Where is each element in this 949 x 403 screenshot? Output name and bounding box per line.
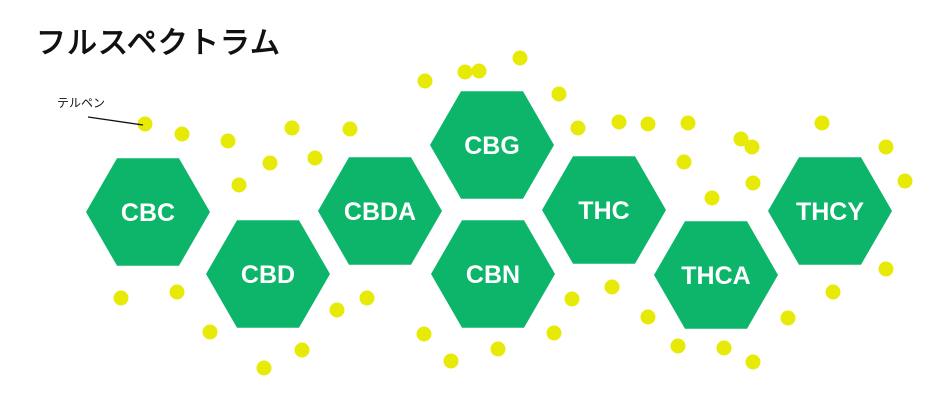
terpene-dot xyxy=(716,340,732,356)
terpene-dot xyxy=(814,115,830,131)
terpene-dot xyxy=(512,50,528,66)
hexagon-cbd: CBD xyxy=(206,220,330,328)
terpene-dot xyxy=(202,324,218,340)
terpene-dot xyxy=(745,354,761,370)
terpene-dot xyxy=(262,155,278,171)
hexagon-thcy: THCY xyxy=(768,157,892,265)
hexagon-label: CBD xyxy=(241,261,295,289)
terpene-dot xyxy=(307,150,323,166)
hexagon-shape xyxy=(318,157,442,265)
hexagon-label: CBG xyxy=(464,132,520,160)
terpene-dot xyxy=(745,175,761,191)
terpene-dot xyxy=(471,63,487,79)
hexagon-cbc: CBC xyxy=(86,158,210,266)
terpene-dot xyxy=(443,353,459,369)
hexagon-shape xyxy=(430,91,554,199)
terpene-dot xyxy=(878,261,894,277)
terpene-dot xyxy=(256,360,272,376)
hexagon-shape xyxy=(206,220,330,328)
hexagon-shape xyxy=(768,157,892,265)
hexagon-cbda: CBDA xyxy=(318,157,442,265)
terpene-dot xyxy=(220,133,236,149)
hexagon-cbg: CBG xyxy=(430,91,554,199)
terpene-dot xyxy=(604,279,620,295)
terpene-dot xyxy=(897,173,913,189)
hexagon-label: THCY xyxy=(796,198,864,226)
terpene-dot xyxy=(294,342,310,358)
hexagon-label: CBN xyxy=(466,261,520,289)
terpene-dot xyxy=(680,115,696,131)
hexagon-shape xyxy=(431,220,555,328)
terpene-dot xyxy=(611,114,627,130)
hexagon-label: CBDA xyxy=(344,198,416,226)
terpene-dot xyxy=(825,284,841,300)
terpene-dot xyxy=(704,190,720,206)
terpene-dot xyxy=(174,126,190,142)
terpene-dot xyxy=(551,86,567,102)
terpene-dot xyxy=(457,64,473,80)
terpene-dot xyxy=(640,116,656,132)
terpene-dot xyxy=(416,326,432,342)
hexagon-cbn: CBN xyxy=(431,220,555,328)
terpene-dot xyxy=(546,325,562,341)
terpene-dot xyxy=(359,290,375,306)
terpene-dot xyxy=(878,139,894,155)
terpene-dot xyxy=(780,310,796,326)
cannabinoid-hexagons: CBC CBD CBDA CBG CBN THC THCA THCY xyxy=(86,91,892,329)
terpene-dot xyxy=(733,131,749,147)
terpene-dot xyxy=(417,73,433,89)
hexagon-thc: THC xyxy=(542,156,666,264)
terpene-dot xyxy=(231,177,247,193)
terpene-label: テルペン xyxy=(57,96,105,110)
hexagon-label: THCA xyxy=(681,262,750,290)
hexagon-label: CBC xyxy=(121,199,175,227)
hexagon-shape xyxy=(542,156,666,264)
terpene-dot xyxy=(640,309,656,325)
terpene-dots xyxy=(113,50,913,376)
hexagon-shape xyxy=(654,221,778,329)
terpene-dot xyxy=(670,338,686,354)
terpene-leader-line xyxy=(87,116,144,126)
hexagon-thca: THCA xyxy=(654,221,778,329)
page-title: フルスペクトラム xyxy=(36,26,281,61)
hexagon-label: THC xyxy=(578,197,629,225)
terpene-dot xyxy=(564,291,580,307)
terpene-dot xyxy=(490,341,506,357)
hexagon-shape xyxy=(86,158,210,266)
terpene-dot xyxy=(744,139,760,155)
terpene-callout: テルペン xyxy=(57,96,144,126)
terpene-dot xyxy=(169,284,185,300)
terpene-dot xyxy=(284,120,300,136)
terpene-dot xyxy=(676,154,692,170)
terpene-dot xyxy=(137,116,153,132)
terpene-dot xyxy=(329,302,345,318)
terpene-dot xyxy=(570,120,586,136)
terpene-dot xyxy=(342,121,358,137)
terpene-dot xyxy=(113,290,129,306)
